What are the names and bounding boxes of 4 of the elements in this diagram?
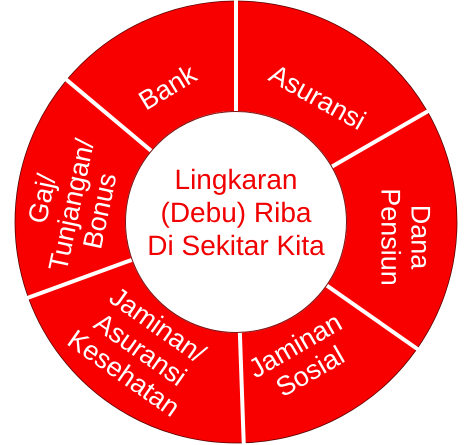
center-label: Lingkaran (Debu) Riba Di Sekitar Kita: [147, 164, 325, 262]
segment-label: Gaj/ Tunjangan/ Bonus: [21, 134, 124, 276]
segment-label: Bank: [134, 60, 202, 117]
segment-label: Dana Pensiun: [376, 188, 436, 286]
